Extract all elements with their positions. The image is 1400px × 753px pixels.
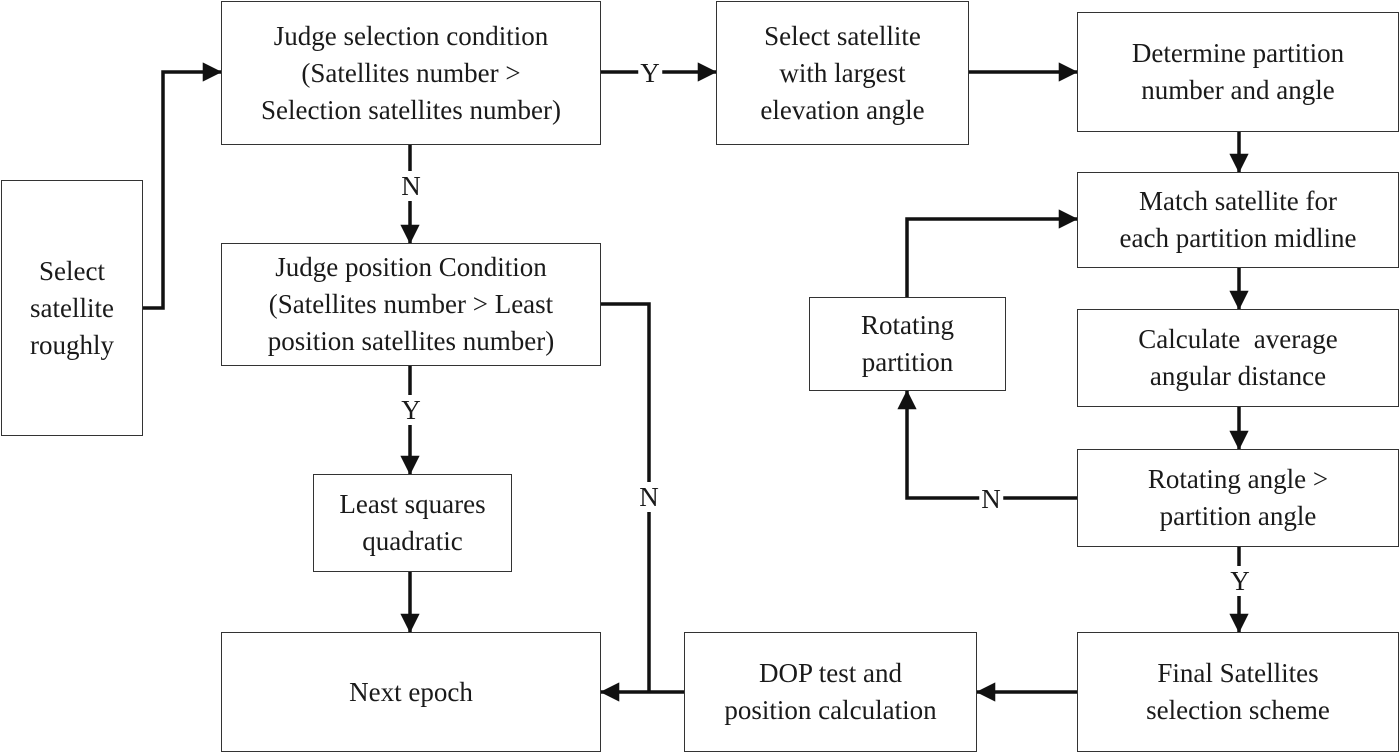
arrow-rotating-angle-to-rotating-partition: [897, 390, 1077, 500]
line-judge-position-no-to-next-epoch: [601, 302, 651, 692]
arrow-roughly-to-judge-selection: [143, 62, 222, 310]
edge-label-selection-no: N: [399, 171, 423, 201]
determine-partition-text: Determine partition number and angle: [1131, 38, 1345, 105]
final-selection-scheme-box: Final Satellites selection scheme: [1077, 632, 1399, 752]
select-largest-elevation-text: Select satellite with largest elevation …: [760, 20, 925, 125]
edge-label-position-yes: Y: [399, 395, 423, 425]
edge-label-angle-no: N: [979, 484, 1003, 514]
edge-label-position-no: N: [637, 482, 661, 512]
next-epoch-text: Next epoch: [349, 676, 473, 707]
match-satellite-box: Match satellite for each partition midli…: [1077, 172, 1399, 268]
match-satellite-text: Match satellite for each partition midli…: [1119, 186, 1357, 253]
judge-position-condition-text: Judge position Condition (Satellites num…: [267, 252, 555, 356]
rotating-angle-condition-text: Rotating angle > partition angle: [1147, 464, 1329, 531]
select-largest-elevation-box: Select satellite with largest elevation …: [716, 1, 969, 145]
select-satellite-roughly-box: Select satellite roughly: [1, 180, 143, 436]
select-satellite-roughly-text: Select satellite roughly: [30, 255, 114, 360]
dop-test-text: DOP test and position calculation: [724, 658, 937, 725]
final-selection-scheme-text: Final Satellites selection scheme: [1146, 658, 1330, 725]
edge-label-angle-yes: Y: [1228, 566, 1252, 596]
judge-selection-condition-text: Judge selection condition (Satellites nu…: [261, 20, 561, 125]
arrow-rotating-partition-to-match: [905, 209, 1078, 297]
rotating-partition-text: Rotating partition: [861, 310, 954, 377]
judge-position-condition-box: Judge position Condition (Satellites num…: [221, 243, 601, 366]
least-squares-box: Least squares quadratic: [313, 474, 512, 572]
dop-test-box: DOP test and position calculation: [684, 632, 977, 752]
calculate-angular-distance-box: Calculate average angular distance: [1077, 309, 1399, 407]
rotating-angle-condition-box: Rotating angle > partition angle: [1077, 449, 1399, 547]
judge-selection-condition-box: Judge selection condition (Satellites nu…: [221, 1, 601, 145]
next-epoch-box: Next epoch: [221, 632, 601, 752]
rotating-partition-box: Rotating partition: [809, 297, 1006, 391]
determine-partition-box: Determine partition number and angle: [1077, 12, 1399, 132]
edge-label-selection-yes: Y: [638, 58, 662, 88]
calculate-angular-distance-text: Calculate average angular distance: [1138, 324, 1338, 391]
least-squares-text: Least squares quadratic: [339, 489, 486, 556]
